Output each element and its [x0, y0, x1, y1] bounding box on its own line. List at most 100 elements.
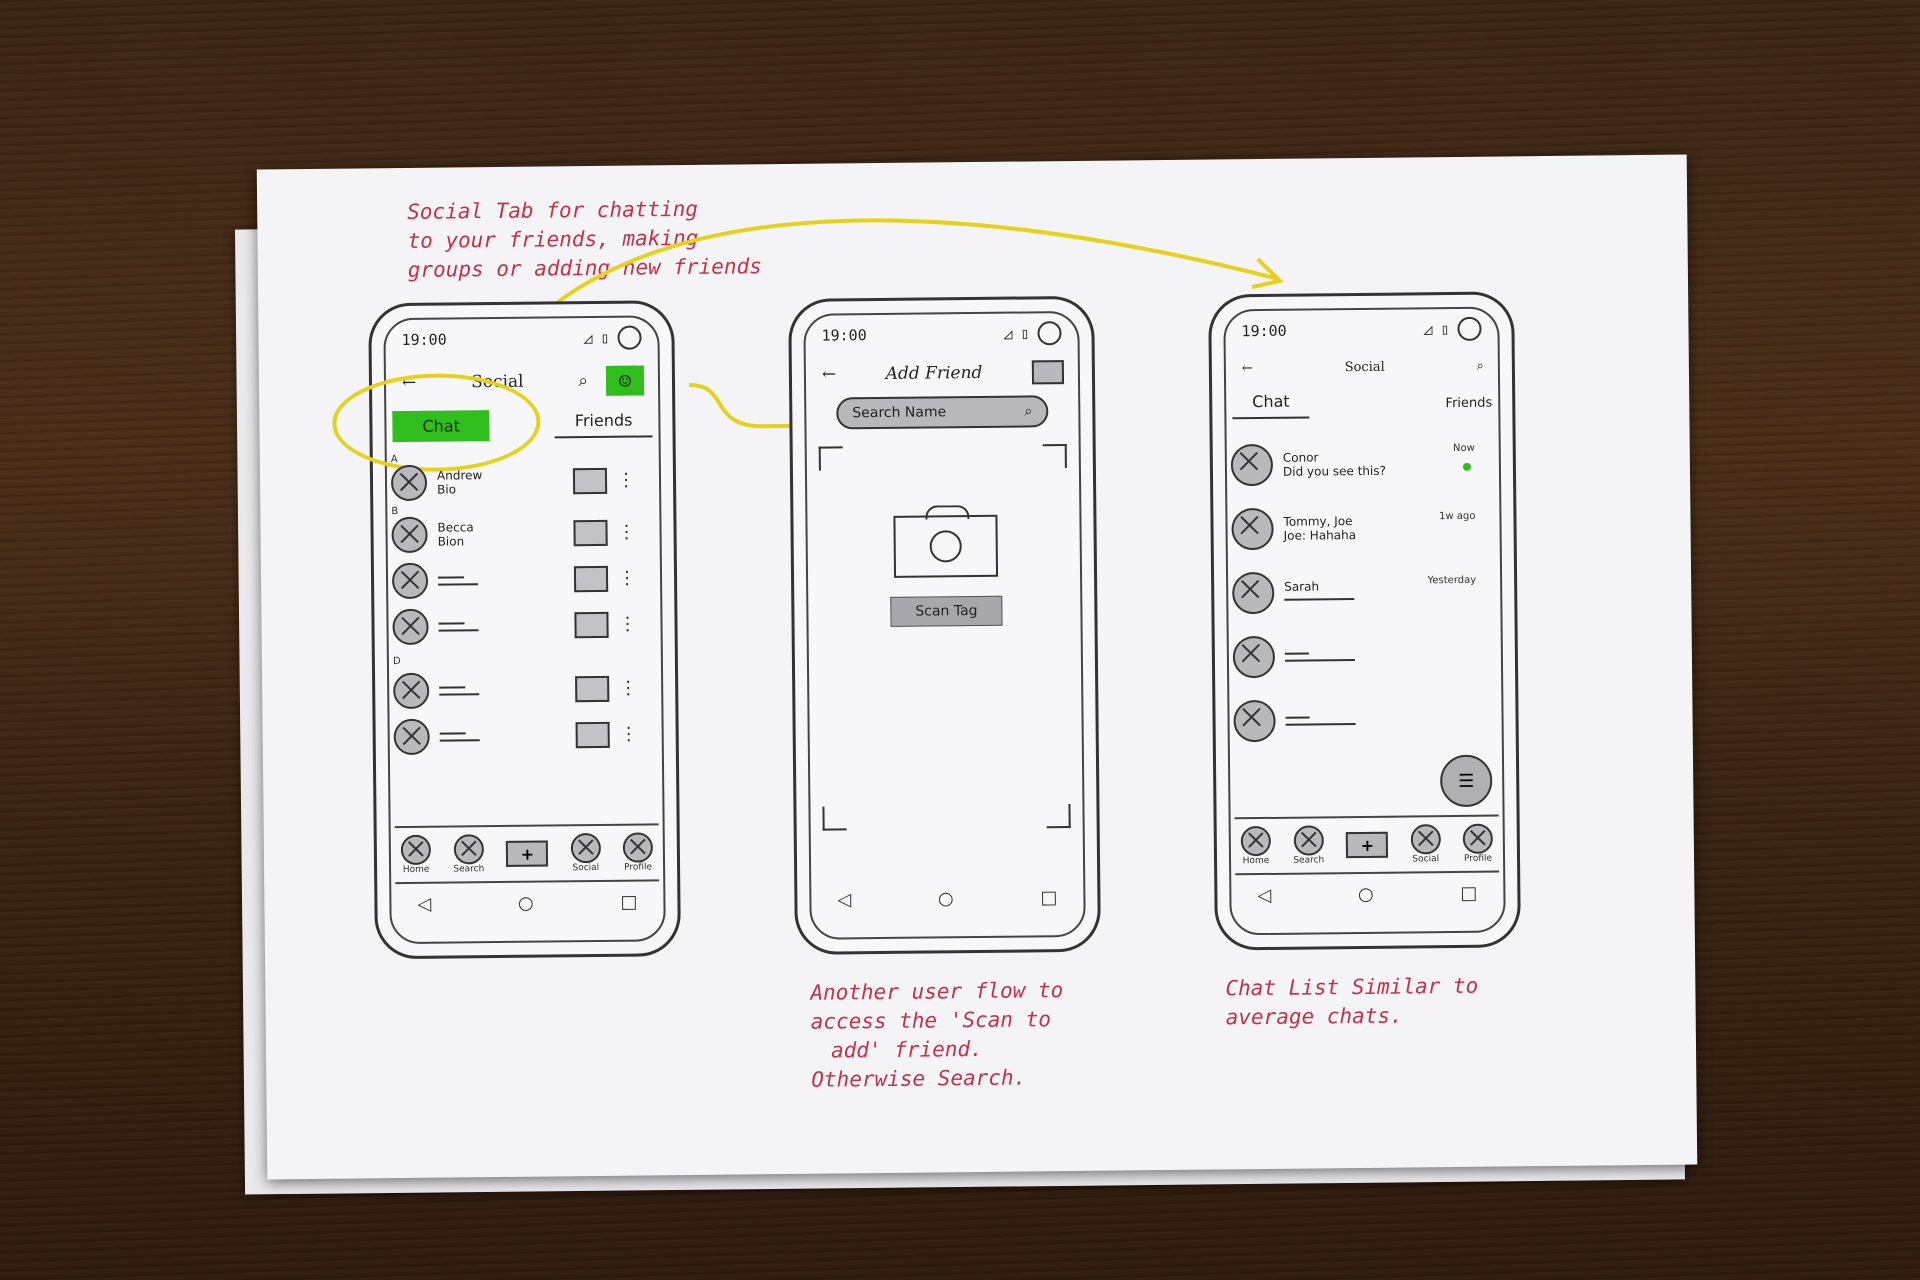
avatar — [390, 464, 428, 502]
camera-icon — [1037, 321, 1062, 346]
message-icon[interactable] — [575, 675, 610, 703]
tab-friends[interactable]: Friends — [1445, 395, 1493, 411]
nav-search[interactable]: Search — [1293, 825, 1325, 866]
chat-row[interactable] — [1233, 691, 1498, 750]
status-time: 19:00 — [401, 330, 447, 350]
system-nav: ◁ ○ □ — [1257, 883, 1477, 906]
avatar — [392, 608, 429, 646]
scan-frame-corner — [1046, 804, 1071, 829]
add-button[interactable]: + — [506, 840, 549, 867]
back-nav-icon[interactable]: ◁ — [1257, 884, 1272, 907]
status-bar: 19:00 ◿▯ — [1241, 316, 1482, 344]
nav-label: Search — [1293, 855, 1325, 866]
more-icon[interactable]: ⋮ — [616, 469, 636, 491]
nav-profile[interactable]: Profile — [1462, 823, 1493, 864]
placeholder-text — [438, 617, 479, 636]
avatar — [1230, 443, 1274, 487]
nav-label: Social — [572, 862, 600, 874]
unread-dot-icon — [1462, 462, 1471, 471]
system-nav: ◁ ○ □ — [417, 892, 637, 915]
avatar — [1231, 507, 1274, 551]
list-item[interactable]: ⋮ — [392, 599, 657, 652]
annotation-line: Otherwise Search. — [811, 1065, 1027, 1092]
phone-add-friend: 19:00 ◿▯ ← Add Friend Search Name ⌕ Scan… — [788, 295, 1101, 955]
search-icon[interactable]: ⌕ — [1476, 358, 1484, 374]
message-icon[interactable] — [573, 519, 608, 547]
search-icon[interactable]: ⌕ — [578, 371, 589, 392]
camera-icon — [617, 325, 642, 350]
tab-chat[interactable]: Chat — [1232, 391, 1310, 419]
search-icon — [453, 834, 484, 865]
status-time: 19:00 — [821, 326, 867, 345]
message-icon[interactable] — [573, 565, 609, 593]
more-icon[interactable]: ⋮ — [617, 521, 636, 543]
list-item[interactable]: ⋮ — [393, 663, 658, 716]
annotation-line: Chat List Similar to — [1225, 973, 1479, 1001]
home-nav-icon[interactable]: ○ — [937, 888, 954, 910]
placeholder-text — [1284, 598, 1355, 601]
add-friend-button[interactable]: ☺ — [605, 365, 645, 396]
add-button[interactable]: + — [1346, 831, 1389, 859]
search-icon — [1293, 825, 1324, 856]
recents-nav-icon[interactable]: □ — [1460, 882, 1478, 904]
more-icon[interactable]: ⋮ — [619, 723, 638, 745]
avatar — [393, 672, 430, 710]
more-icon[interactable]: ⋮ — [618, 613, 637, 635]
nav-social[interactable]: Social — [1410, 824, 1441, 864]
camera-icon — [1457, 316, 1482, 341]
camera-icon — [893, 505, 999, 578]
chat-time: Yesterday — [1427, 574, 1477, 587]
new-chat-button[interactable]: ☰ — [1439, 754, 1493, 808]
status-time: 19:00 — [1241, 321, 1287, 341]
message-icon[interactable] — [572, 467, 608, 495]
home-nav-icon[interactable]: ○ — [1357, 883, 1374, 906]
nav-home[interactable]: Home — [400, 834, 432, 875]
chat-row[interactable] — [1232, 627, 1498, 686]
profile-icon — [1462, 823, 1493, 854]
home-nav-icon[interactable]: ○ — [517, 892, 534, 914]
gallery-icon[interactable] — [1031, 360, 1065, 385]
home-icon — [400, 834, 432, 866]
back-button[interactable]: ← — [821, 364, 837, 385]
message-icon[interactable] — [575, 721, 610, 749]
back-nav-icon[interactable]: ◁ — [837, 889, 852, 911]
arrowhead-icon — [1251, 257, 1284, 290]
recents-nav-icon[interactable]: □ — [1040, 887, 1058, 909]
avatar — [393, 718, 430, 756]
list-item[interactable]: ⋮ — [393, 709, 658, 762]
contact-bio: Bio — [437, 482, 457, 497]
social-icon — [1410, 824, 1441, 855]
signal-icon: ◿ — [1423, 320, 1433, 339]
arrow-add-friend — [688, 382, 820, 429]
page-title: Add Friend — [885, 362, 983, 384]
nav-profile[interactable]: Profile — [622, 832, 654, 873]
contact-bio: Bion — [437, 534, 465, 549]
recents-nav-icon[interactable]: □ — [620, 891, 638, 913]
chat-row[interactable]: Sarah Yesterday — [1232, 563, 1497, 622]
nav-label: Search — [453, 864, 485, 875]
annotation-line: add' friend. — [830, 1036, 983, 1063]
more-icon[interactable]: ⋮ — [619, 677, 638, 699]
more-icon[interactable]: ⋮ — [617, 567, 637, 589]
search-input[interactable]: Search Name ⌕ — [836, 395, 1049, 430]
avatar — [391, 516, 428, 554]
scan-frame-corner — [822, 806, 847, 831]
list-item[interactable]: ⋮ — [391, 553, 657, 606]
avatar — [1233, 699, 1276, 743]
chat-bubble-icon: ☰ — [1458, 770, 1475, 792]
search-icon[interactable]: ⌕ — [1024, 403, 1033, 420]
nav-social[interactable]: Social — [570, 832, 601, 874]
back-button[interactable]: ← — [1241, 360, 1253, 376]
message-icon[interactable] — [574, 611, 609, 639]
back-nav-icon[interactable]: ◁ — [417, 893, 432, 915]
search-placeholder: Search Name — [852, 404, 947, 422]
nav-search[interactable]: Search — [453, 834, 484, 874]
scan-tag-button[interactable]: Scan Tag — [890, 595, 1003, 627]
tab-friends[interactable]: Friends — [554, 409, 653, 438]
annotation-right: Chat List Similar to average chats. — [1225, 971, 1556, 1032]
nav-home[interactable]: Home — [1240, 825, 1271, 866]
